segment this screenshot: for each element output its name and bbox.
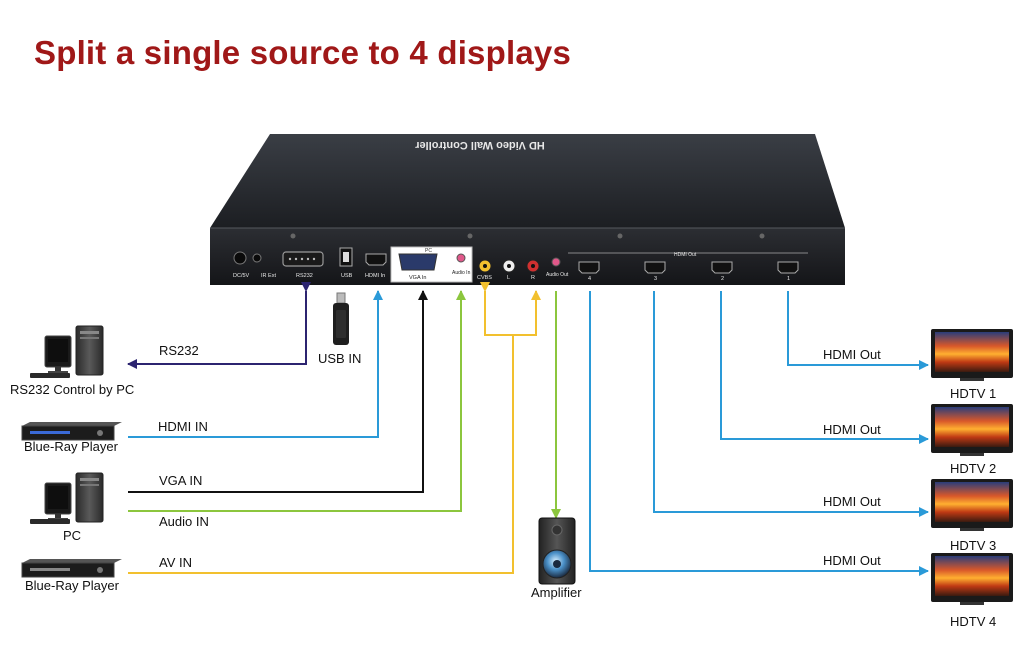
hdmi-out-2-line <box>720 291 929 444</box>
av-in-line <box>128 335 514 574</box>
pc-icon <box>30 472 104 524</box>
hdtv-2-icon <box>931 404 1013 456</box>
av-split-line <box>480 282 541 336</box>
hdmi-out-1-line <box>787 291 929 370</box>
port-label-l: L <box>507 275 510 281</box>
port-label-hdmi-out-group: HDMI Out <box>674 252 697 258</box>
device-top-label: HD Video Wall Controller <box>415 139 545 151</box>
hdmi-out-1-port-icon <box>777 261 799 274</box>
port-label-pc-group: PC <box>425 248 432 254</box>
hdmi-out-4-label: HDMI Out <box>823 553 881 568</box>
port-label-dc: DC/5V <box>233 273 250 279</box>
ir-jack-icon <box>252 253 262 263</box>
port-label-usb: USB <box>341 273 353 279</box>
dc-jack-icon <box>233 251 247 265</box>
hdmi-in-port-icon <box>365 253 387 266</box>
connection-lines <box>127 282 929 576</box>
usb-in-label: USB IN <box>318 351 361 366</box>
hdmi-out-4-port-icon <box>578 261 600 274</box>
bluray-player-1-label: Blue-Ray Player <box>24 439 119 454</box>
port-label-hdmi-in: HDMI In <box>365 273 385 279</box>
hdmi-out-2-label: HDMI Out <box>823 422 881 437</box>
port-label-out2: 2 <box>721 276 724 282</box>
av-in-line-label: AV IN <box>159 555 192 570</box>
hdtv-4-label: HDTV 4 <box>950 614 996 629</box>
hdtv-1-icon <box>931 329 1013 381</box>
hdtv-3-label: HDTV 3 <box>950 538 996 553</box>
hdtv-3-icon <box>931 479 1013 531</box>
port-label-out4: 4 <box>588 276 591 282</box>
video-wall-controller: HD Video Wall Controller DC/5V IR Ext RS… <box>210 134 845 285</box>
hdmi-out-3-line <box>653 291 929 517</box>
port-label-cvbs: CVBS <box>477 275 492 281</box>
rs232-pc-icon <box>30 325 104 378</box>
hdtv-4-icon <box>931 553 1013 605</box>
pc-label: PC <box>63 528 81 543</box>
rs232-pc-label: RS232 Control by PC <box>10 382 134 397</box>
port-label-audio-in: Audio In <box>452 270 471 276</box>
hdmi-in-line <box>128 290 383 438</box>
amplifier-label: Amplifier <box>531 585 582 600</box>
hdmi-out-1-label: HDMI Out <box>823 347 881 362</box>
vga-in-line-label: VGA IN <box>159 473 202 488</box>
hdmi-out-2-port-icon <box>711 261 733 274</box>
audio-in-line-label: Audio IN <box>159 514 209 529</box>
hdmi-in-line-label: HDMI IN <box>158 419 208 434</box>
rs232-line-label: RS232 <box>159 343 199 358</box>
vga-in-line <box>128 290 428 493</box>
port-label-out1: 1 <box>787 276 790 282</box>
rs232-line <box>127 282 311 369</box>
port-label-rs232: RS232 <box>296 273 313 279</box>
vga-port-icon <box>398 253 438 271</box>
bluray-player-2-icon <box>21 559 122 578</box>
port-label-vga-in: VGA In <box>409 275 426 281</box>
audio-out-jack-icon <box>551 257 561 267</box>
bluray-player-2-label: Blue-Ray Player <box>25 578 120 593</box>
hdmi-out-4-line <box>589 291 929 576</box>
audio-in-jack-icon <box>456 253 466 263</box>
hdmi-out-3-port-icon <box>644 261 666 274</box>
port-label-ir: IR Ext <box>261 273 276 279</box>
amplifier-icon <box>538 517 576 585</box>
port-label-r: R <box>531 275 535 281</box>
audio-in-line <box>128 290 466 512</box>
port-label-out3: 3 <box>654 276 657 282</box>
hdtv-2-label: HDTV 2 <box>950 461 996 476</box>
bluray-player-1-icon <box>21 422 122 441</box>
page-title: Split a single source to 4 displays <box>34 34 571 71</box>
usb-stick-icon <box>333 292 349 345</box>
hdmi-out-3-label: HDMI Out <box>823 494 881 509</box>
port-label-audio-out: Audio Out <box>546 272 569 278</box>
hdtv-1-label: HDTV 1 <box>950 386 996 401</box>
